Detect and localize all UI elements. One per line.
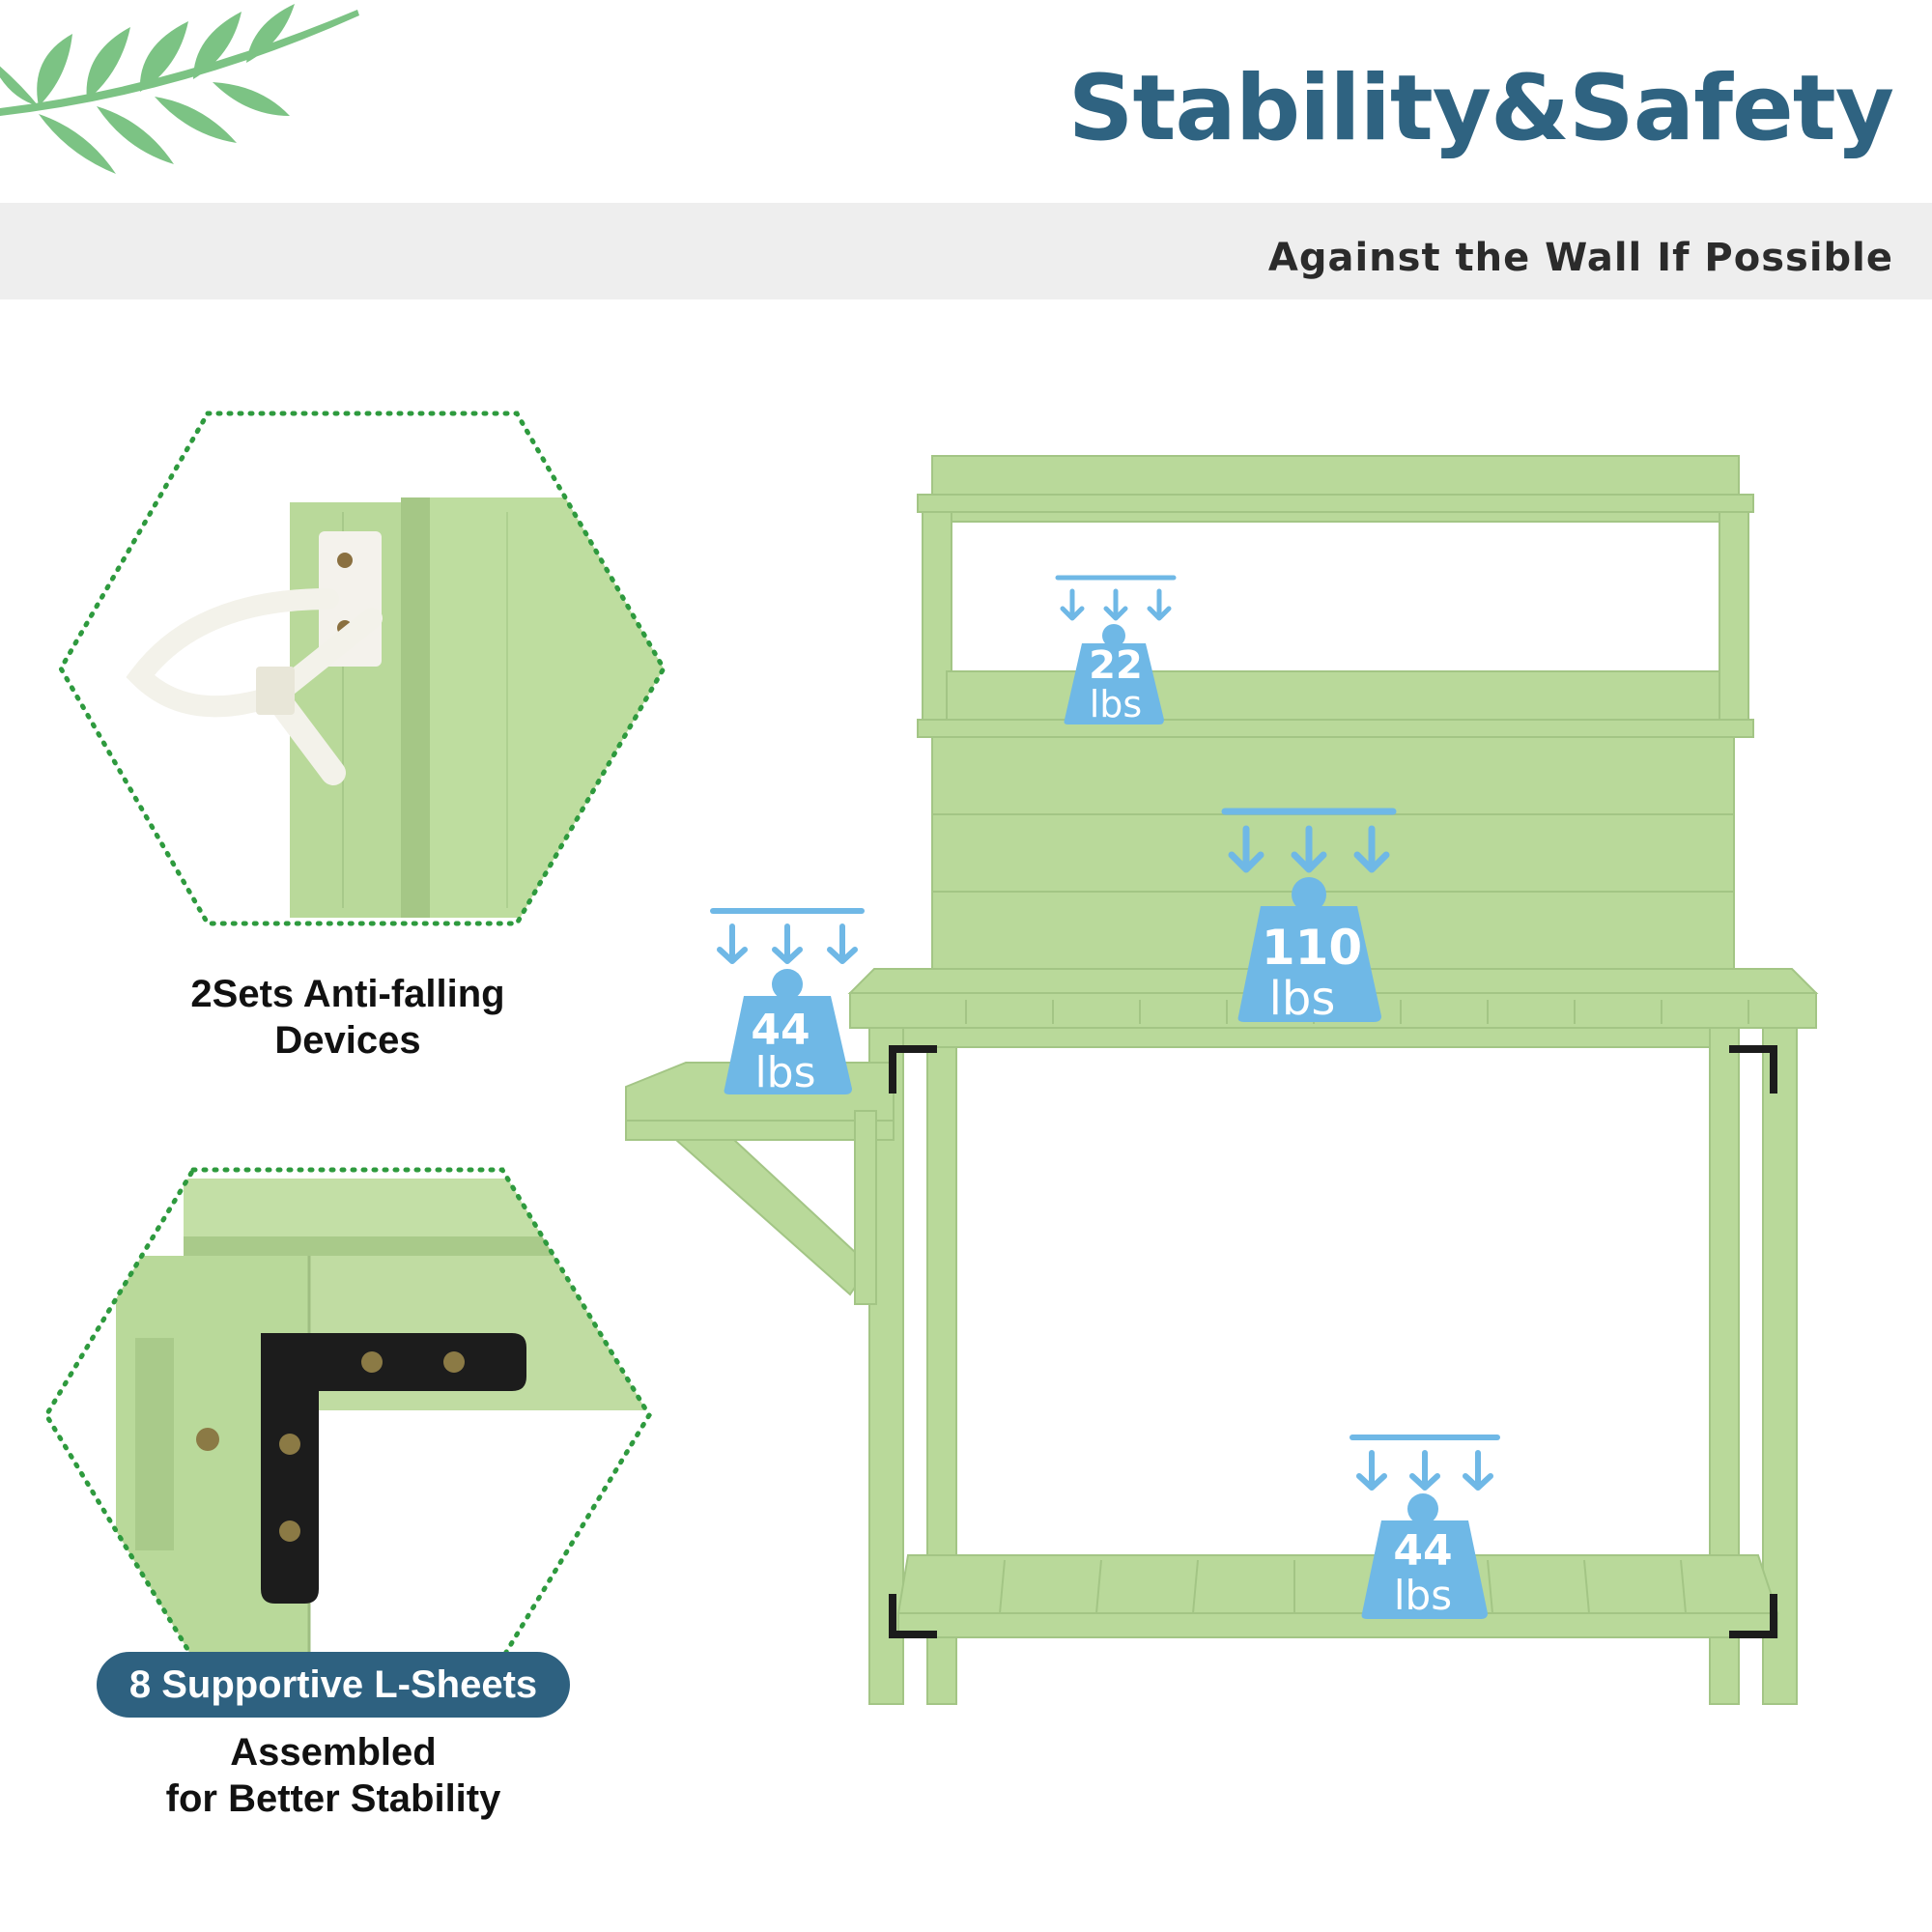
badge-value: 44 <box>751 1006 810 1055</box>
l-sheets-caption-line2: for Better Stability <box>165 1777 501 1820</box>
l-sheets-caption: Assembled for Better Stability <box>101 1729 565 1822</box>
l-sheets-pill: 8 Supportive L-Sheets <box>97 1652 570 1718</box>
page-title: Stability&Safety <box>1067 56 1894 161</box>
anti-falling-caption: 2Sets Anti-falling Devices <box>116 971 580 1064</box>
l-sheet-hexagon <box>43 1167 652 1662</box>
badge-unit: lbs <box>1394 1572 1452 1619</box>
badge-unit: lbs <box>754 1048 815 1096</box>
badge-unit: lbs <box>1090 683 1142 725</box>
potting-bench-illustration <box>625 455 1819 1705</box>
load-badge-top-shelf: 22 lbs <box>1055 575 1177 725</box>
load-badge-back-panel: 110 lbs <box>1221 808 1397 1024</box>
badge-value: 44 <box>1393 1526 1452 1576</box>
leaf-branch-icon <box>0 4 359 174</box>
badge-value: 22 <box>1089 643 1143 688</box>
anti-falling-caption-line2: Devices <box>274 1019 421 1062</box>
load-badge-side-table: 44 lbs <box>710 908 865 1096</box>
badge-value: 110 <box>1262 920 1362 976</box>
load-badge-bottom-shelf: 44 lbs <box>1350 1435 1500 1619</box>
anti-falling-caption-line1: 2Sets Anti-falling <box>190 973 505 1015</box>
subtitle-band <box>0 203 1932 299</box>
l-sheets-caption-line1: Assembled <box>230 1731 437 1774</box>
badge-unit: lbs <box>1269 972 1336 1024</box>
anti-falling-device-hexagon <box>58 411 667 926</box>
page-subtitle: Against the Wall If Possible <box>1267 236 1893 280</box>
